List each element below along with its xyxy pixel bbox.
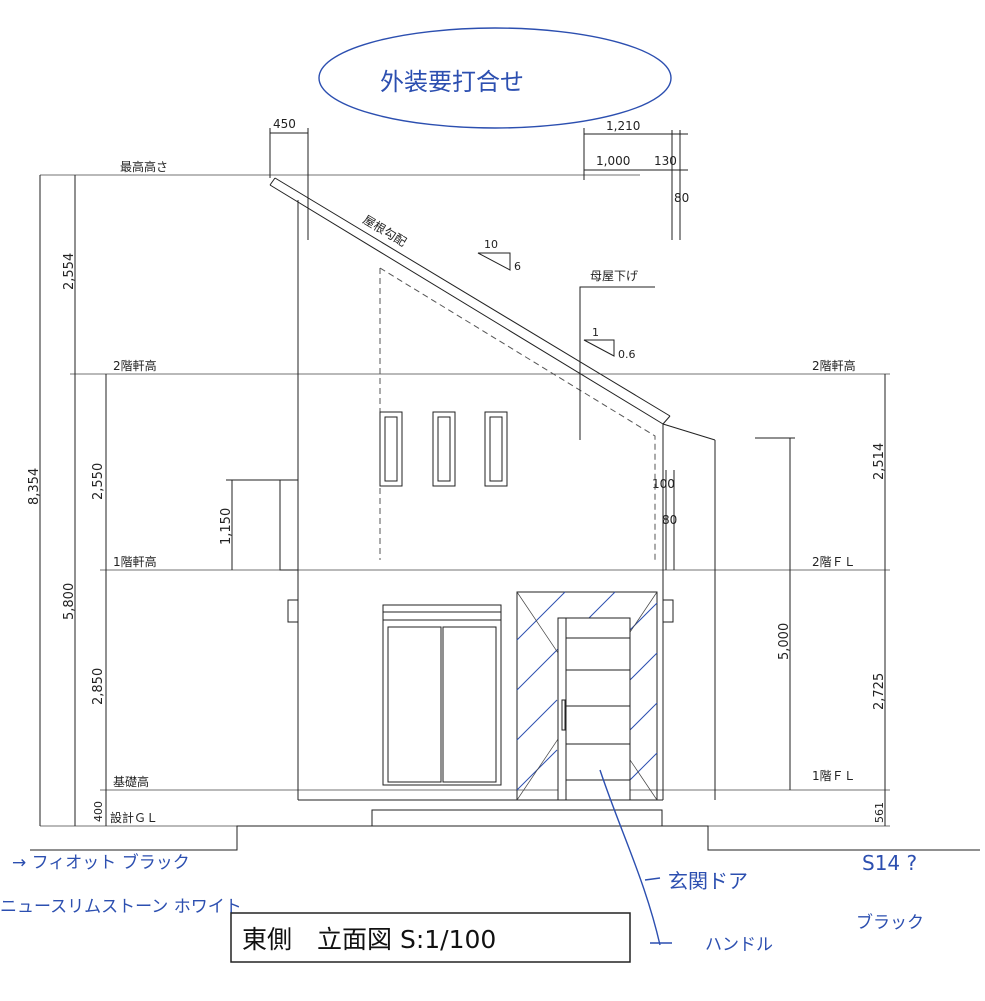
drawing-title: 東側 立面図 S:1/100 [242,925,496,954]
level-lines [40,174,890,827]
door-leader-line [599,769,661,946]
left-dimension-lines [39,175,290,826]
eave-leader [579,286,655,440]
label-floor1: 1階ＦＬ [812,768,856,783]
siding-color-note: → フィオット ブラック [12,852,190,873]
label-eave2-left: 2階軒高 [113,358,157,373]
label-max-height: 最高高さ [120,159,168,174]
upper-windows [379,411,508,487]
note-bubble [318,27,672,129]
dim-total-height: 8,354 [27,468,42,505]
dim-2514: 2,514 [872,443,887,480]
slope-triangle [477,252,511,271]
door-label: 玄関ドア [668,869,748,893]
eave-label: 母屋下げ [590,269,638,283]
entrance-door [557,617,631,801]
slope2-run: 1 [592,326,599,339]
dim-2550: 2,550 [91,463,106,500]
label-eave1: 1階軒高 [113,554,157,569]
label-floor2: 2階ＦＬ [812,554,856,569]
label-foundation: 基礎高 [113,774,149,789]
dim-2725: 2,725 [872,673,887,710]
label-eave2-right: 2階軒高 [812,358,856,373]
slope-triangle-2 [583,339,615,357]
ground-line [30,809,980,851]
dim-1000: 1,000 [596,154,630,168]
dim-130: 130 [654,154,677,168]
slope2-rise: 0.6 [618,348,636,361]
dim-5000: 5,000 [777,623,792,660]
bubble-note: 外装要打合せ [380,68,524,96]
dim-1150: 1,150 [219,508,234,545]
dim-450: 450 [273,117,296,131]
dim-2554: 2,554 [62,253,77,290]
dim-80-top: 80 [674,191,689,205]
handle-label: ハンドル [705,935,773,955]
right-dimension-lines [665,130,886,826]
top-dimension-lines [269,128,688,240]
slope-rise: 6 [514,260,521,273]
handle-color-note: ブラック [856,912,924,933]
dim-400: 400 [92,801,105,822]
dim-1210: 1,210 [606,119,640,133]
dim-5800: 5,800 [62,583,77,620]
slope-run: 10 [484,238,498,251]
stone-color-note: ニュースリムストーン ホワイト [0,897,242,917]
title-box [230,912,631,963]
building-outline [269,177,716,801]
hidden-roof-line [379,267,656,560]
dim-2850: 2,850 [91,668,106,705]
sliding-window [382,604,502,786]
dim-80-lower: 80 [662,513,677,527]
dim-561: 561 [873,802,886,823]
label-gl: 設計ＧＬ [110,810,158,825]
door-code-note: S14 ? [862,851,917,875]
